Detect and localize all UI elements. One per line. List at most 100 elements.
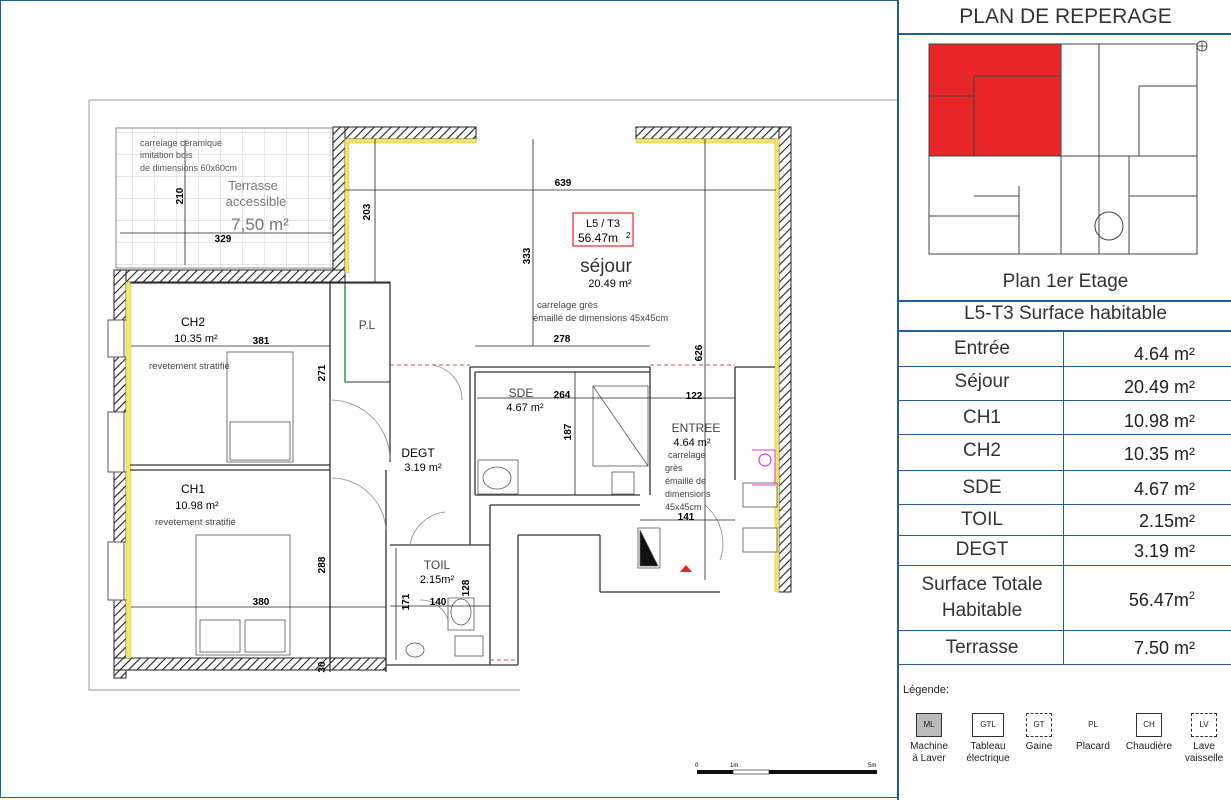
bed-ch1-pillow-2 [244, 619, 286, 653]
toil-dim-side: 171 [401, 593, 412, 610]
total-value-number: 56.47m [1128, 590, 1189, 610]
bed-ch1-pillow-1 [199, 619, 241, 653]
electric-panel-icon: GTL [972, 713, 1004, 737]
sejour-area: 20.49 m² [588, 278, 632, 290]
legend-item-gtl: GTL Tableau électrique [959, 713, 1017, 765]
terrace-note-1: carrelage céramique [140, 138, 222, 148]
sde-name: SDE [509, 386, 534, 400]
terrace-dim-w: 329 [215, 234, 232, 245]
toil-dim-w: 140 [430, 597, 447, 608]
row-label-sde: SDE [962, 477, 1002, 498]
row-value-toil: 2.15m² [1138, 511, 1195, 531]
entrance-marker [680, 565, 692, 572]
legend-item-pl: PL Placard [1069, 713, 1117, 753]
total-label: Surface Totale Habitable [901, 572, 1063, 624]
unit-label: L5 / T3 [586, 218, 620, 230]
duct-icon: GT [1026, 713, 1052, 737]
row-value-degt: 3.19 m² [1133, 541, 1195, 561]
scale-1m: 1m [730, 763, 738, 769]
degt-area: 3.19 m² [404, 462, 442, 474]
key-map [928, 40, 1208, 255]
panel-title: PLAN DE REPERAGE [959, 5, 1172, 28]
terrace-area-label: 7,50 m² [231, 215, 289, 234]
row-label-toil: TOIL [961, 509, 1003, 530]
info-panel: PLAN DE REPERAGE Plan 1er Etage L5-T3 Su… [897, 0, 1231, 800]
row-value-sde: 4.67 m² [1133, 479, 1195, 499]
toil-name: TOIL [424, 558, 451, 572]
sejour-dim-side: 203 [362, 203, 373, 220]
exterior-walls [113, 126, 792, 679]
sejour-dim-long: 626 [694, 344, 705, 361]
insulation [125, 138, 780, 659]
row-label-degt: DEGT [955, 539, 1009, 560]
terrace-name-1: Terrasse [228, 178, 278, 193]
ch1-dim-h: 288 [317, 556, 328, 573]
entree-name: ENTREE [672, 421, 721, 435]
entree-area: 4.64 m² [673, 437, 711, 449]
terrace-value: 7.50 m² [1133, 638, 1195, 658]
legend-item-gt: GT Gaine [1019, 713, 1059, 753]
sde-dim-w: 264 [554, 390, 571, 401]
unit-label-box [572, 212, 634, 247]
cabinet-2 [742, 527, 778, 553]
terrace-area [115, 127, 335, 269]
ch2-note: revetement stratifié [149, 361, 230, 372]
scale-bar: 0 1m 5m [695, 763, 877, 775]
toilet-box [454, 635, 484, 657]
row-value-sejour: 20.49 m² [1123, 377, 1195, 397]
row-label-entree: Entrée [954, 338, 1010, 359]
beds [195, 351, 294, 656]
sejour-dim-w2: 278 [554, 334, 571, 345]
total-label-line-2: Habitable [941, 600, 1023, 621]
entrance-door-fixture [758, 453, 772, 467]
sde-dim-h: 187 [563, 423, 574, 440]
row-value-ch1: 10.98 m² [1123, 411, 1195, 431]
terrace-note-2: imitation bois [140, 150, 193, 160]
entree-dim-w: 141 [678, 512, 695, 523]
entree-note-4: dimensions [665, 489, 711, 499]
entree-dim-top: 122 [686, 391, 703, 402]
row-value-ch2: 10.35 m² [1123, 444, 1195, 464]
ch2-dim-w: 381 [253, 336, 270, 347]
terrace-name-2: accessible [226, 194, 287, 209]
building-outline [88, 99, 897, 691]
terrace-note-3: de dimensions 60x60cm [140, 163, 237, 173]
toil-area: 2.15m² [420, 574, 455, 586]
ch1-dim-w: 380 [253, 597, 270, 608]
dimension-lines [120, 139, 776, 660]
ch2-name: CH2 [181, 315, 205, 329]
total-label-line-1: Surface Totale [921, 574, 1043, 595]
pl-name: P.L [359, 318, 376, 332]
unit-highlight [929, 44, 1061, 156]
sejour-note-2: émaillé de dimensions 45x45cm [533, 313, 668, 324]
entree-note-3: émaillé de [665, 476, 706, 486]
ch1-area: 10.98 m² [175, 500, 219, 512]
sde-area: 4.67 m² [506, 402, 544, 414]
dishwasher-icon: LV [1191, 713, 1217, 737]
row-label-ch1: CH1 [962, 407, 1001, 428]
toil-dim-h: 128 [461, 579, 472, 596]
unit-area-sup: 2 [626, 231, 631, 240]
total-value-sup: 2 [1188, 590, 1195, 602]
section-lines [390, 364, 735, 661]
bed-ch2-pillow [229, 421, 291, 461]
row-label-sejour: Séjour [954, 371, 1010, 392]
unit-area: 56.47m [578, 231, 618, 245]
entree-note-1: carrelage [668, 450, 706, 460]
dim-bottom: 30 [317, 661, 328, 673]
boiler-box [611, 471, 635, 495]
degt-name: DEGT [401, 446, 435, 460]
row-value-entree: 4.64 m² [1133, 344, 1195, 364]
terrace-dim-h: 210 [175, 187, 186, 204]
floor-plan: L5 / T3 56.47m 2 carrelage céramique imi… [88, 99, 897, 775]
legend-title: Légende: [903, 684, 949, 696]
legend-item-ml: ML Machine à Laver [905, 713, 953, 765]
terrace-label: Terrasse [945, 637, 1019, 658]
legend-item-ch: CH Chaudière [1121, 713, 1177, 753]
total-value: 56.47m2 [1065, 590, 1195, 611]
scale-5m: 5m [868, 763, 876, 769]
entree-note-2: grès [665, 463, 683, 473]
sejour-dim-h: 333 [522, 247, 533, 264]
ch2-dim-h: 271 [317, 364, 328, 381]
fixtures [405, 385, 778, 658]
